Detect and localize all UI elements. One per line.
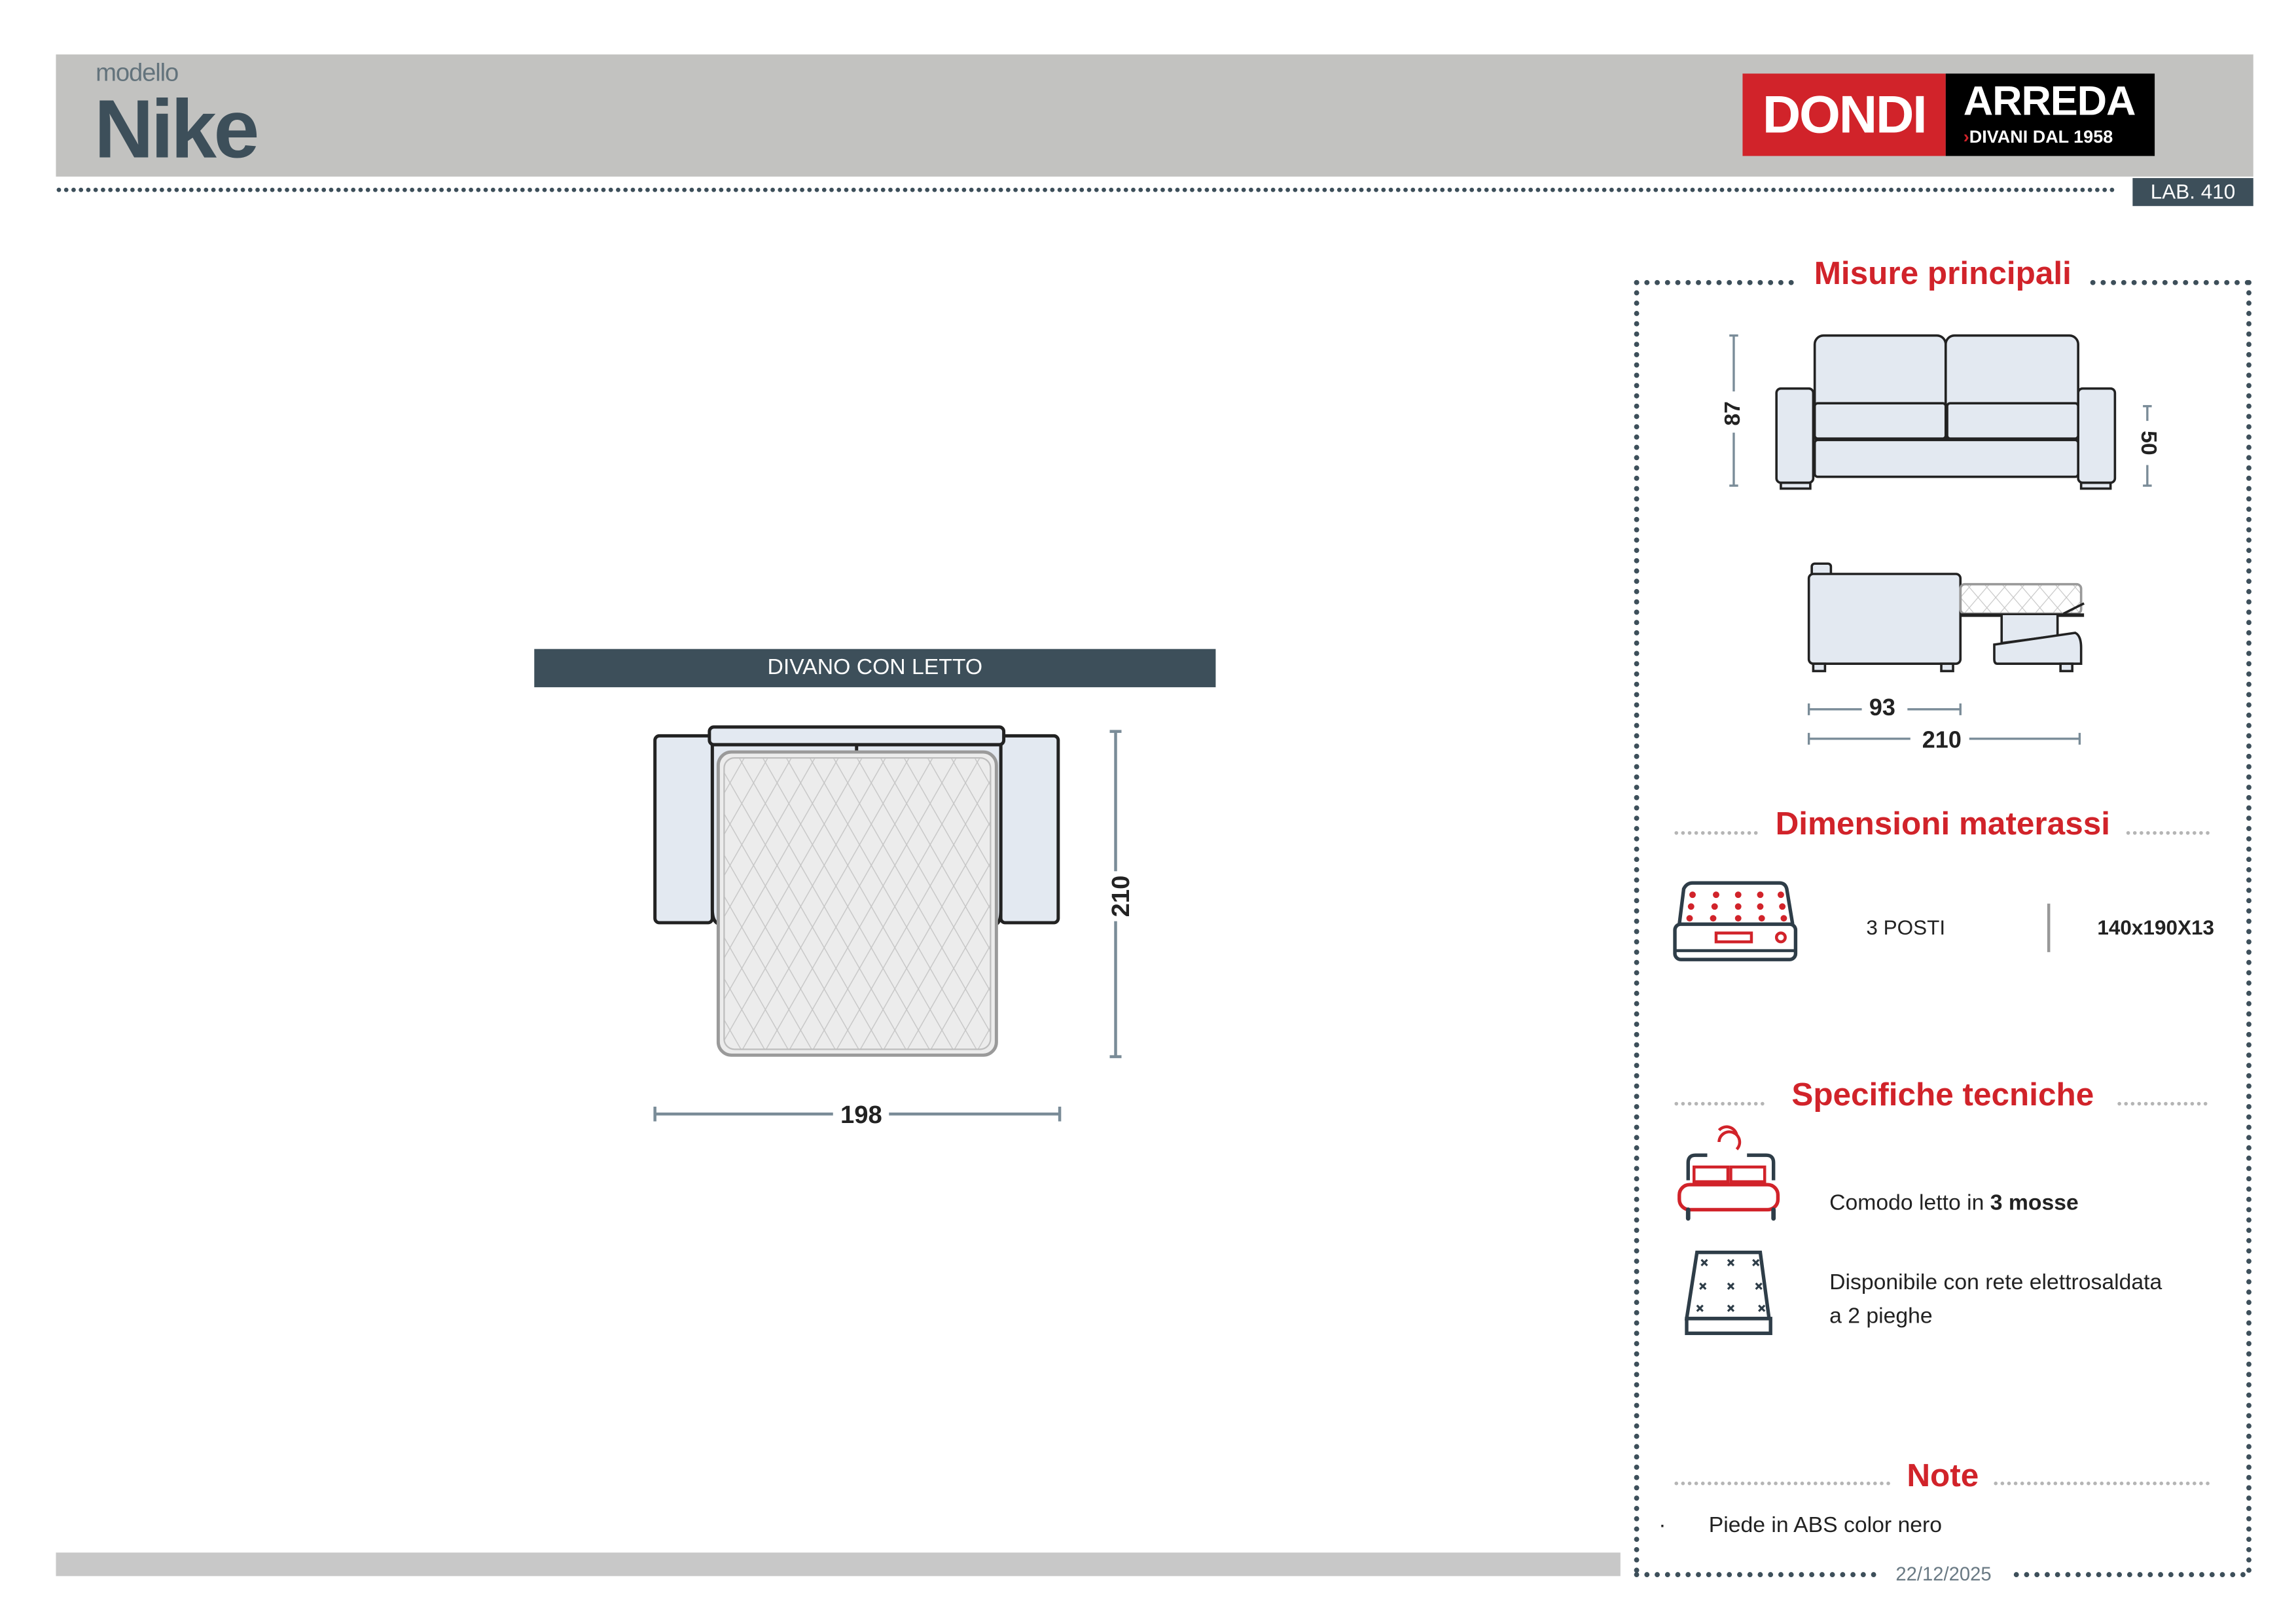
mattress-icon bbox=[1673, 881, 1798, 961]
height-label: 87 bbox=[1720, 401, 1746, 426]
spec-bed-moves: Comodo letto in 3 mosse bbox=[1829, 1190, 2079, 1216]
panel-dotted-frame bbox=[1634, 279, 2251, 1578]
section-dotted-rules bbox=[1674, 830, 2213, 1486]
brand-tagline: ›DIVANI DAL 1958 bbox=[1963, 126, 2113, 147]
mattress-top-view bbox=[716, 750, 998, 1057]
footer-bar bbox=[56, 1552, 1621, 1577]
lab-badge: LAB. 410 bbox=[2132, 178, 2253, 206]
section-banner: DIVANO CON LETTO bbox=[534, 649, 1216, 688]
open-depth-label: 210 bbox=[1922, 728, 1962, 754]
mattress-seats: 3 POSTI bbox=[1866, 915, 1946, 939]
depth-label: 210 bbox=[1107, 875, 1135, 918]
model-name: Nike bbox=[94, 82, 260, 175]
closed-depth-label: 93 bbox=[1869, 696, 1895, 721]
bed-3-moves-icon bbox=[1677, 1125, 1780, 1221]
section-title-note: Note bbox=[1895, 1457, 1991, 1495]
dimension-lines-front bbox=[1729, 334, 2152, 487]
model-label: modello bbox=[96, 58, 179, 87]
mattress-size: 140x190X13 bbox=[2097, 915, 2214, 939]
sofa-side-view bbox=[1807, 562, 2085, 673]
footer-date: 22/12/2025 bbox=[1892, 1563, 1995, 1585]
width-label: 198 bbox=[840, 1101, 882, 1129]
section-title-specifiche: Specifiche tecniche bbox=[1780, 1075, 2106, 1115]
brand-logo-dondi: DONDI bbox=[1742, 73, 1946, 156]
electrowelded-net-icon bbox=[1684, 1250, 1772, 1336]
section-title-misure: Misure principali bbox=[1802, 255, 2083, 293]
brand-logo-arreda: ARREDA ›DIVANI DAL 1958 bbox=[1945, 73, 2155, 156]
dimension-lines-side bbox=[1807, 703, 2081, 745]
dimension-lines-main bbox=[653, 730, 1122, 1122]
note-item: Piede in ABS color nero bbox=[1708, 1512, 1943, 1538]
sofa-front-view bbox=[1775, 334, 2117, 490]
note-bullet: · bbox=[1659, 1512, 1666, 1538]
brand-arreda: ARREDA bbox=[1963, 78, 2136, 124]
seat-height-label: 50 bbox=[2135, 431, 2161, 455]
section-title-materassi: Dimensioni materassi bbox=[1763, 805, 2122, 844]
chevron-icon: › bbox=[1963, 126, 1969, 147]
